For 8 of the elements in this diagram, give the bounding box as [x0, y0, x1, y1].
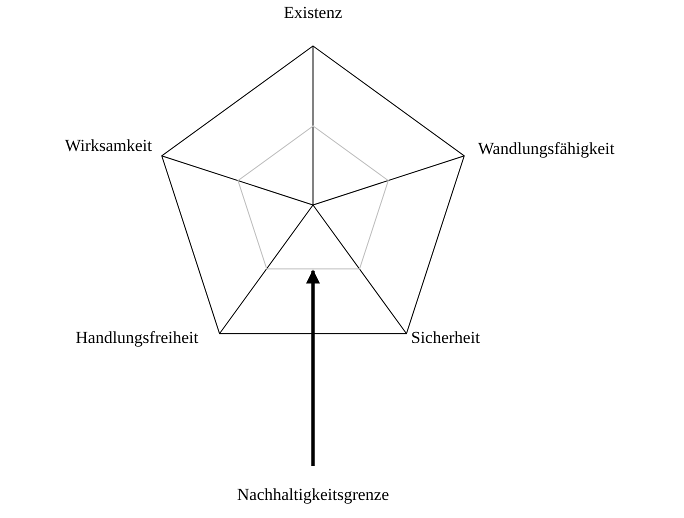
annotation-label: Nachhaltigkeitsgrenze — [228, 486, 398, 505]
axis-label: Wirksamkeit — [64, 137, 152, 156]
axis-label: Wandlungsfähigkeit — [478, 140, 614, 159]
axis-label: Existenz — [284, 4, 342, 23]
arrow — [306, 270, 320, 466]
inner-pentagon — [238, 126, 388, 269]
axis-label: Sicherheit — [411, 329, 480, 348]
axis-label: Handlungsfreiheit — [76, 329, 198, 348]
